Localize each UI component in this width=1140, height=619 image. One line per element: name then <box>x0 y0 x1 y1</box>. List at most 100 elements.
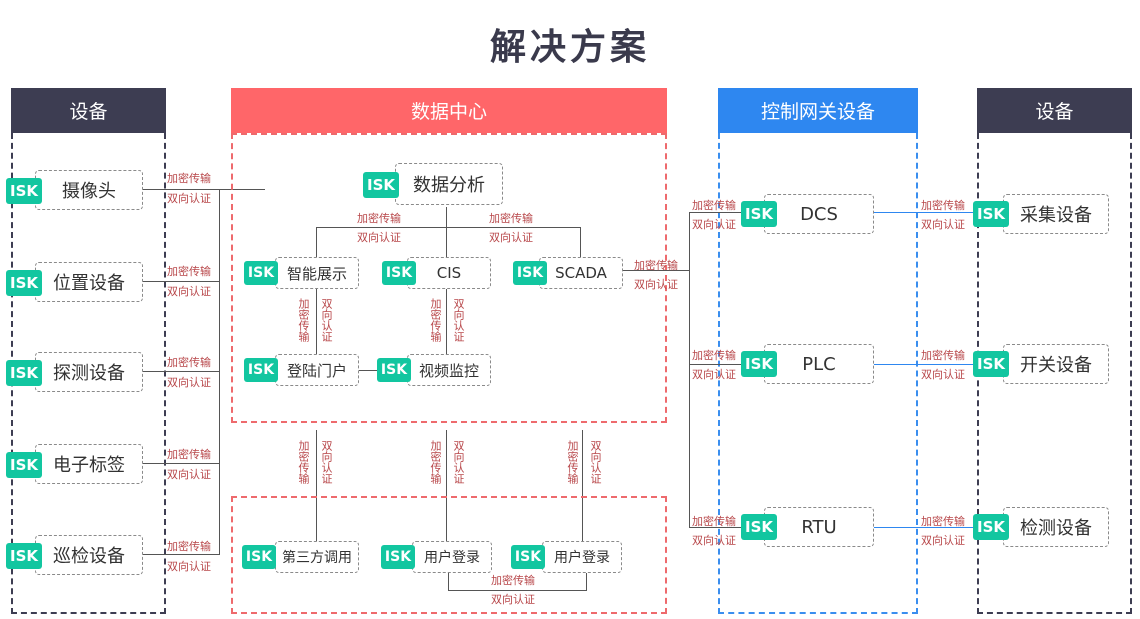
link-label-auth: 双向认证 <box>167 560 211 573</box>
gateway-rtu[interactable]: RTU <box>764 507 874 547</box>
login-portal-node[interactable]: 登陆门户 <box>275 354 359 386</box>
smart-display-label: 智能展示 <box>286 264 347 283</box>
link-label-enc: 加密传输 <box>429 298 442 342</box>
data-center-panel <box>231 133 667 423</box>
link-label-auth: 双向认证 <box>692 534 736 547</box>
connector-line <box>586 573 587 590</box>
link-label-auth: 双向认证 <box>921 534 965 547</box>
isk-badge: ISK <box>244 261 278 285</box>
link-label-enc: 加密传输 <box>634 259 678 272</box>
device-rfid-tag-label: 电子标签 <box>53 455 125 476</box>
connector-line <box>143 371 219 372</box>
connector-line <box>689 364 744 365</box>
isk-badge: ISK <box>363 172 399 198</box>
link-label-enc: 加密传输 <box>692 515 736 528</box>
isk-badge: ISK <box>244 358 278 382</box>
connector-line <box>448 573 449 590</box>
link-label-auth: 双向认证 <box>692 218 736 231</box>
connector-line <box>446 289 447 354</box>
isk-badge: ISK <box>6 178 42 204</box>
link-label-auth: 双向认证 <box>167 285 211 298</box>
device-patrol-label: 巡检设备 <box>53 546 125 567</box>
connector-line <box>874 527 976 528</box>
device-collector[interactable]: 采集设备 <box>1003 194 1109 234</box>
device-detector-label: 探测设备 <box>53 363 125 384</box>
connector-line <box>580 227 581 257</box>
connector-line <box>143 554 219 555</box>
gateway-plc-label: PLC <box>802 353 836 375</box>
connector-line <box>689 212 690 527</box>
gateway-plc[interactable]: PLC <box>764 344 874 384</box>
connector-line <box>359 370 377 371</box>
link-label-enc: 加密传输 <box>566 440 579 484</box>
isk-badge: ISK <box>6 360 42 386</box>
isk-badge: ISK <box>973 351 1009 377</box>
connector-line <box>582 430 583 542</box>
user-login-label: 用户登录 <box>424 550 480 566</box>
connector-line <box>219 189 220 555</box>
device-switch[interactable]: 开关设备 <box>1003 344 1109 384</box>
connector-line <box>316 430 317 542</box>
isk-badge: ISK <box>741 201 777 227</box>
link-label-auth: 双向认证 <box>491 593 535 606</box>
connector-line <box>316 289 317 354</box>
data-analysis-label: 数据分析 <box>413 175 485 196</box>
isk-badge: ISK <box>973 201 1009 227</box>
user-login-node[interactable]: 用户登录 <box>412 541 492 573</box>
device-collector-label: 采集设备 <box>1020 205 1092 226</box>
gateway-dcs-label: DCS <box>800 203 838 225</box>
scada-node[interactable]: SCADA <box>539 257 623 289</box>
link-label-auth: 双向认证 <box>921 368 965 381</box>
connector-line <box>316 227 581 228</box>
video-monitor-node[interactable]: 视频监控 <box>407 354 491 386</box>
third-party-node[interactable]: 第三方调用 <box>275 541 359 573</box>
user-login-node-2[interactable]: 用户登录 <box>542 541 622 573</box>
link-label-auth: 双向认证 <box>320 298 333 342</box>
smart-display-node[interactable]: 智能展示 <box>275 257 359 289</box>
gateway-rtu-label: RTU <box>801 516 837 538</box>
link-label-auth: 双向认证 <box>452 440 465 484</box>
link-label-enc: 加密传输 <box>357 212 401 225</box>
connector-line <box>143 281 219 282</box>
connector-line <box>143 463 219 464</box>
cis-node[interactable]: CIS <box>407 257 491 289</box>
page-title: 解决方案 <box>489 27 650 68</box>
user-login-label: 用户登录 <box>554 550 610 566</box>
link-label-auth: 双向认证 <box>167 192 211 205</box>
connector-line <box>689 527 744 528</box>
right-devices-header: 设备 <box>977 88 1132 133</box>
link-label-enc: 加密传输 <box>297 440 310 484</box>
link-label-auth: 双向认证 <box>167 468 211 481</box>
link-label-auth: 双向认证 <box>452 298 465 342</box>
link-label-auth: 双向认证 <box>921 218 965 231</box>
isk-badge: ISK <box>6 543 42 569</box>
isk-badge: ISK <box>513 261 547 285</box>
link-label-auth: 双向认证 <box>167 376 211 389</box>
device-patrol[interactable]: 巡检设备 <box>35 535 143 575</box>
link-label-auth: 双向认证 <box>320 440 333 484</box>
isk-badge: ISK <box>6 452 42 478</box>
left-devices-header: 设备 <box>11 88 166 133</box>
connector-line <box>143 189 219 190</box>
link-label-enc: 加密传输 <box>489 212 533 225</box>
connector-line <box>219 189 265 190</box>
device-detector[interactable]: 探测设备 <box>35 352 143 392</box>
isk-badge: ISK <box>741 514 777 540</box>
device-camera[interactable]: 摄像头 <box>35 170 143 210</box>
video-monitor-label: 视频监控 <box>418 361 479 380</box>
isk-badge: ISK <box>381 545 415 569</box>
device-location[interactable]: 位置设备 <box>35 262 143 302</box>
gateway-dcs[interactable]: DCS <box>764 194 874 234</box>
link-label-auth: 双向认证 <box>357 231 401 244</box>
connector-line <box>316 227 317 257</box>
link-label-auth: 双向认证 <box>589 440 602 484</box>
isk-badge: ISK <box>741 351 777 377</box>
isk-badge: ISK <box>377 358 411 382</box>
link-label-enc: 加密传输 <box>167 356 211 369</box>
data-analysis-node[interactable]: 数据分析 <box>395 163 503 205</box>
device-rfid-tag[interactable]: 电子标签 <box>35 444 143 484</box>
connector-line <box>623 270 689 271</box>
device-inspection[interactable]: 检测设备 <box>1003 507 1109 547</box>
isk-badge: ISK <box>6 270 42 296</box>
device-switch-label: 开关设备 <box>1020 355 1092 376</box>
